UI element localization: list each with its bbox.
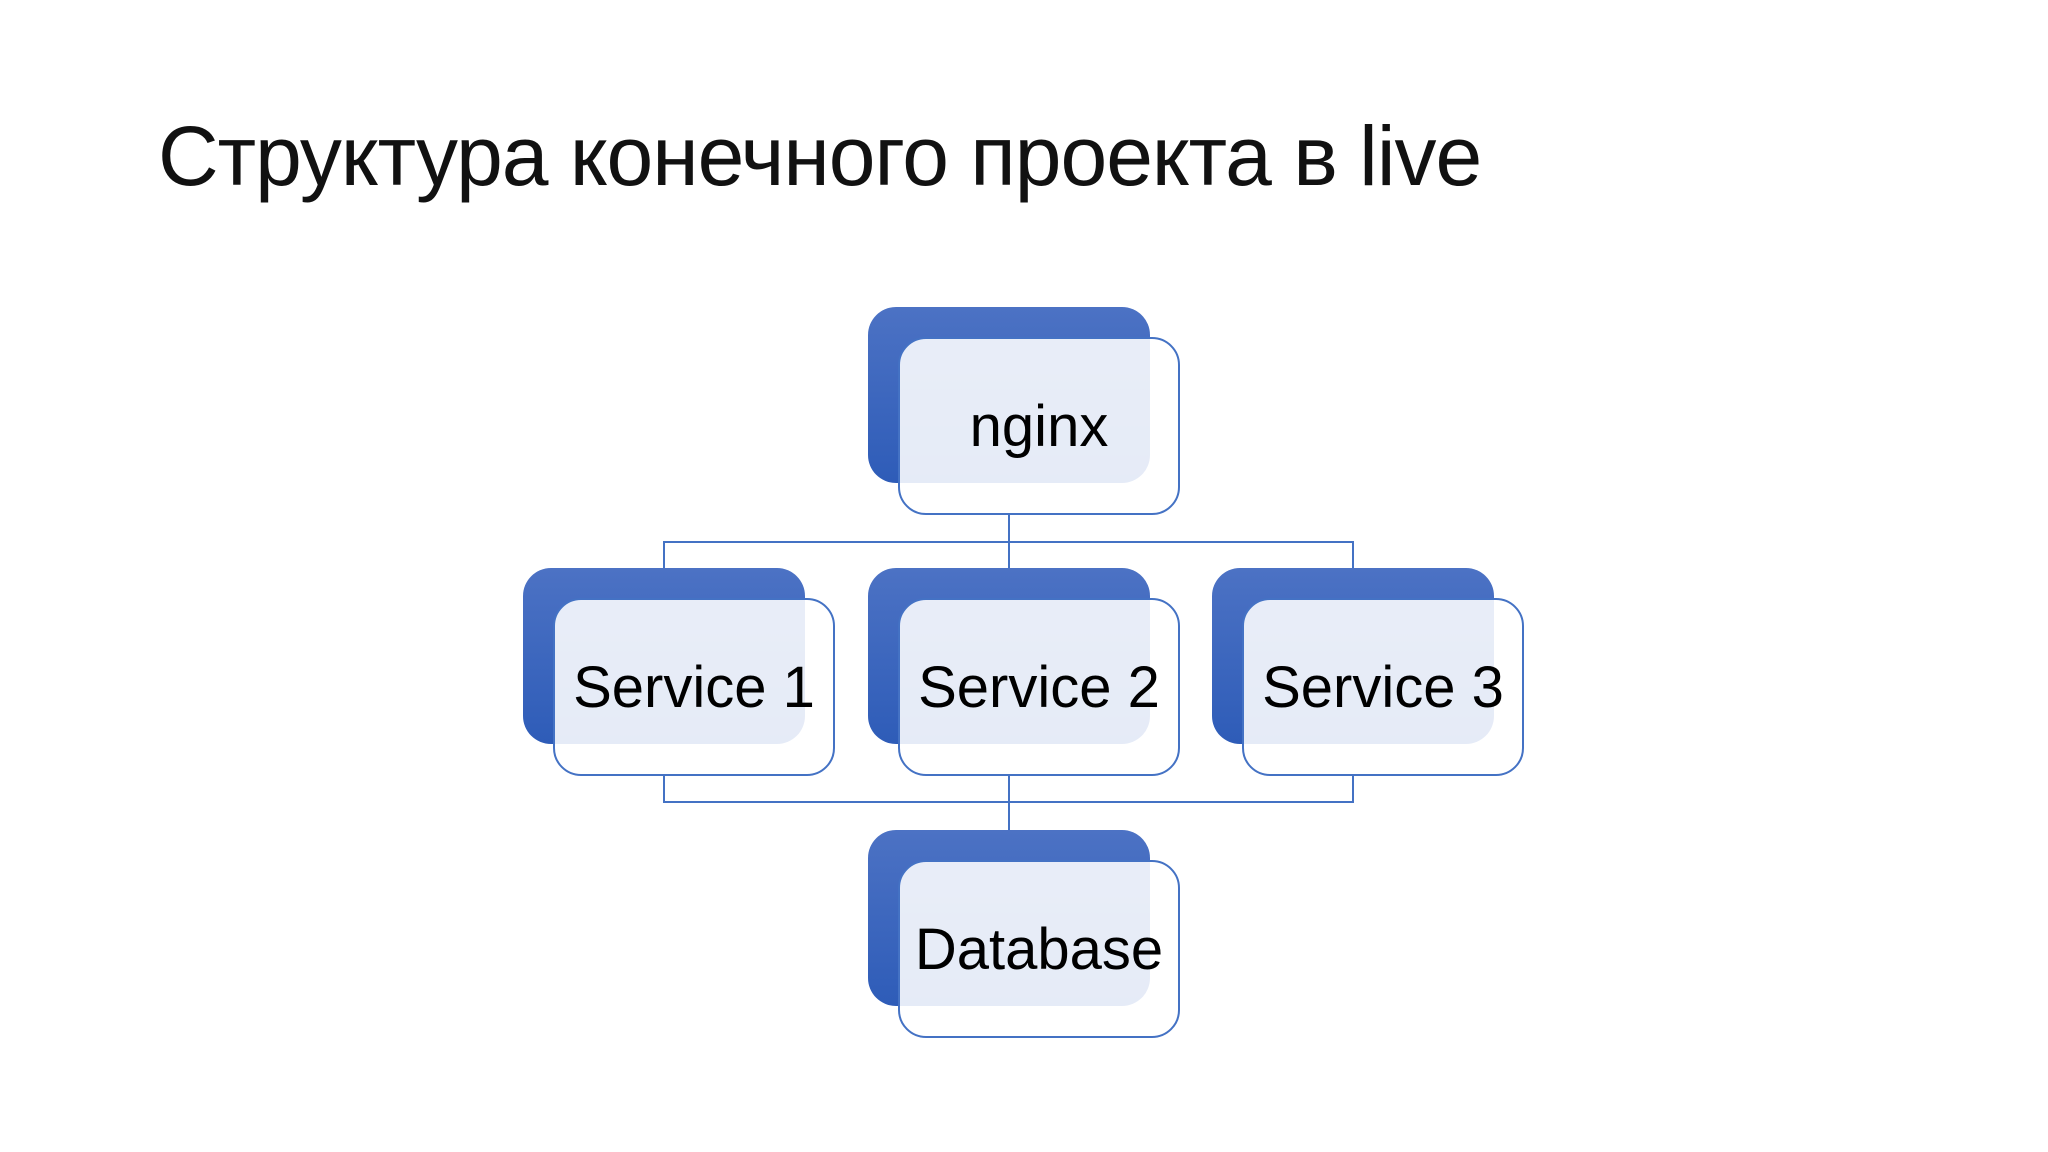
diagram-node-database[interactable]: Database — [868, 830, 1180, 1038]
diagram-node-nginx[interactable]: nginx — [868, 307, 1180, 515]
connector-drop-service1 — [663, 541, 665, 568]
slide-title: Структура конечного проекта в live — [158, 109, 1482, 203]
node-front-shape: Service 2 — [898, 598, 1180, 776]
connector-top-bus — [663, 541, 1354, 543]
connector-service1-down — [663, 776, 665, 803]
connector-drop-service3 — [1352, 541, 1354, 568]
node-front-shape: Database — [898, 860, 1180, 1038]
node-front-shape: Service 1 — [553, 598, 835, 776]
node-front-shape: nginx — [898, 337, 1180, 515]
node-front-shape: Service 3 — [1242, 598, 1524, 776]
connector-bottom-bus — [663, 801, 1354, 803]
connector-service3-down — [1352, 776, 1354, 803]
node-label-database: Database — [914, 916, 1164, 982]
diagram-node-service1[interactable]: Service 1 — [523, 568, 835, 776]
diagram-node-service2[interactable]: Service 2 — [868, 568, 1180, 776]
diagram-node-service3[interactable]: Service 3 — [1212, 568, 1524, 776]
connector-service2-down — [1008, 776, 1010, 830]
node-label-service3: Service 3 — [1262, 654, 1504, 720]
node-label-nginx: nginx — [969, 393, 1109, 459]
node-label-service1: Service 1 — [573, 654, 815, 720]
node-label-service2: Service 2 — [918, 654, 1160, 720]
